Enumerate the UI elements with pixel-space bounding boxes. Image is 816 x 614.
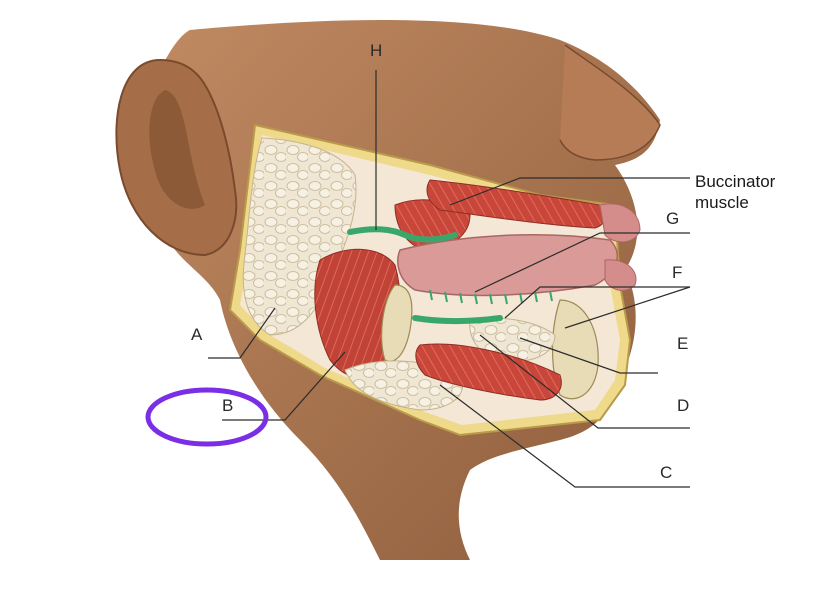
label-buccinator-2: muscle — [695, 193, 749, 212]
sublingual-ducts — [429, 289, 553, 305]
label-b: B — [222, 396, 233, 415]
lip-upper — [599, 203, 641, 243]
label-h: H — [370, 41, 382, 60]
label-e: E — [677, 334, 688, 353]
leader-lines — [208, 70, 691, 488]
label-a: A — [191, 325, 203, 344]
mandible — [381, 284, 413, 362]
label-d: D — [677, 396, 689, 415]
tongue — [397, 234, 618, 297]
label-buccinator-1: Buccinator — [695, 172, 776, 191]
label-c: C — [660, 463, 672, 482]
buccinator-muscle — [426, 179, 606, 229]
label-f: F — [672, 263, 682, 282]
parotid-duct — [347, 226, 458, 243]
lip-lower — [604, 259, 637, 291]
ear-inner — [149, 90, 205, 209]
submandibular-duct — [412, 315, 503, 324]
parotid-gland — [242, 137, 357, 336]
nose — [559, 44, 661, 161]
label-g: G — [666, 209, 679, 228]
floor-muscle — [415, 343, 562, 401]
highlight-circle — [145, 387, 269, 447]
mandible-anterior — [551, 299, 599, 400]
